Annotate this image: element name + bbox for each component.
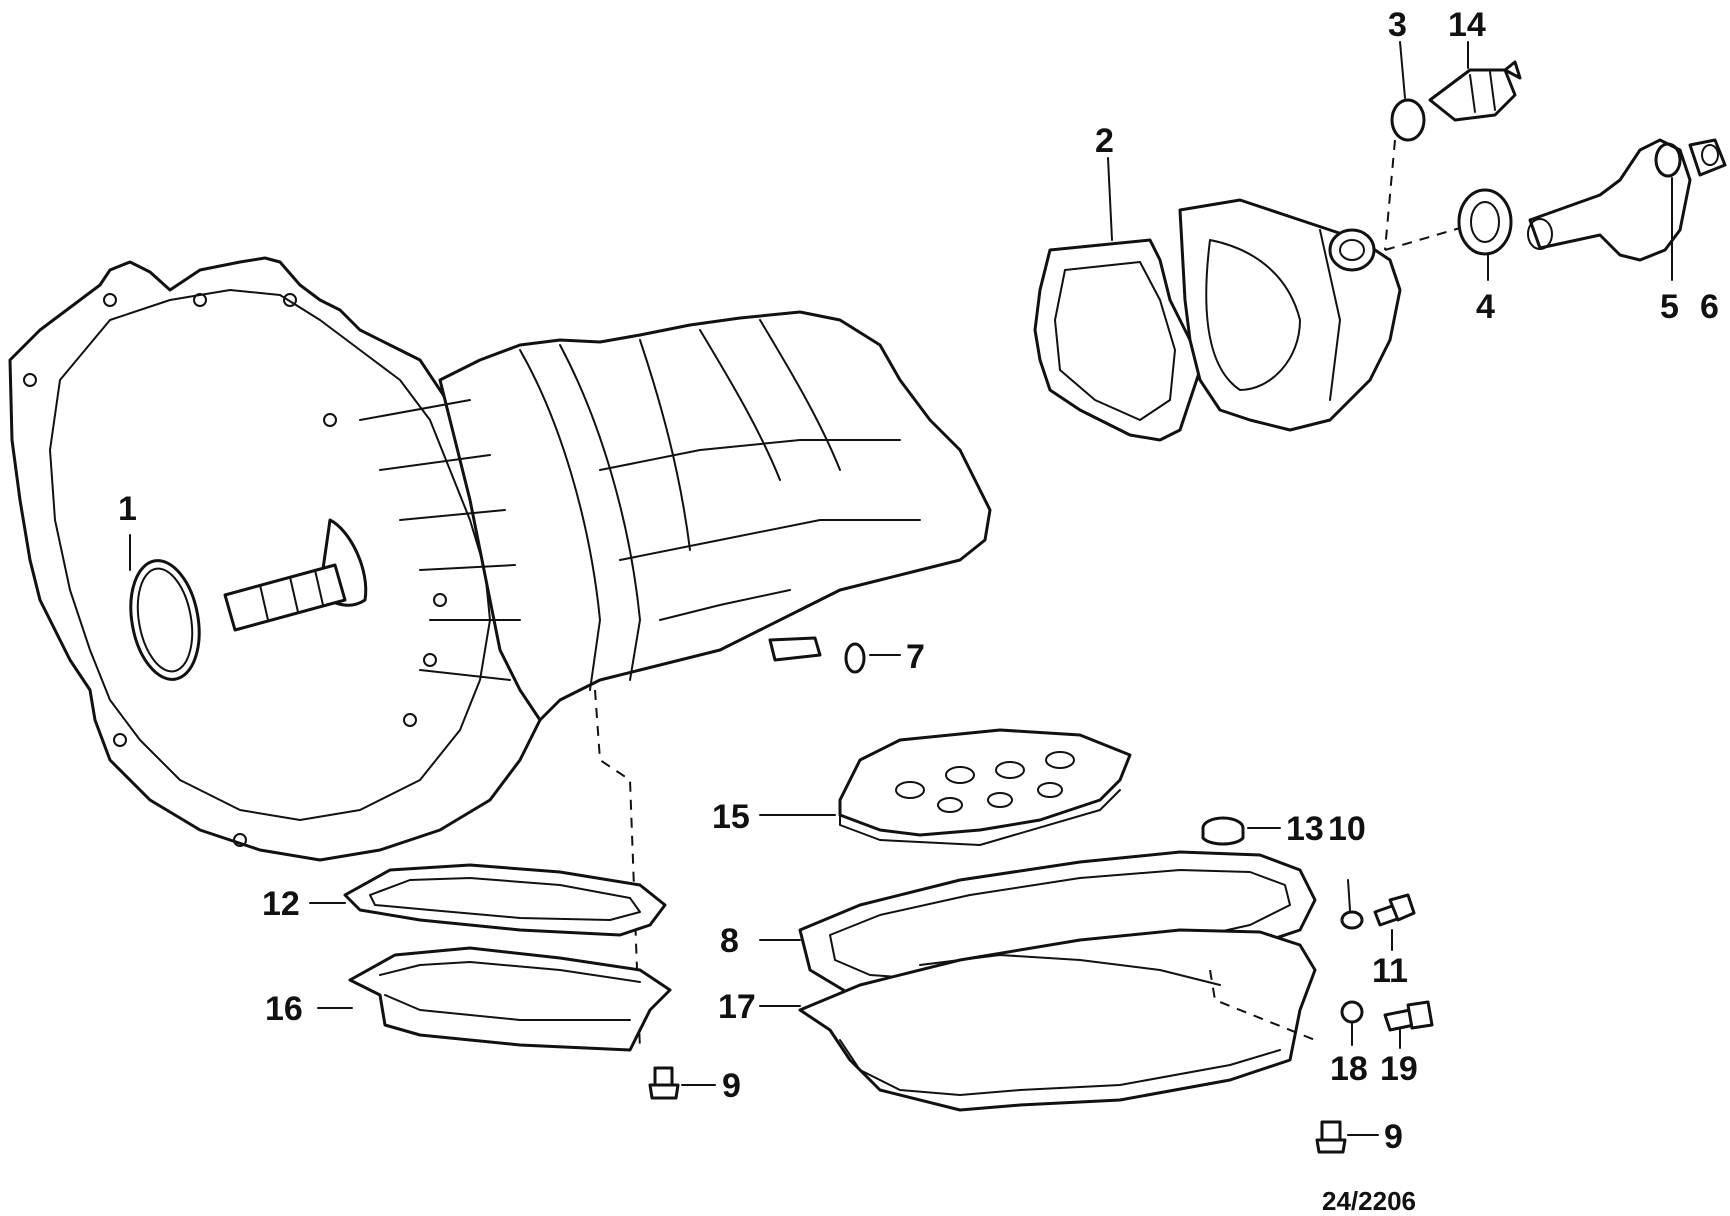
diagram-reference-code: 24/2206	[1322, 1186, 1416, 1216]
callout-9-left: 9	[722, 1067, 741, 1105]
hardware	[648, 642, 1434, 1154]
callout-3: 3	[1388, 6, 1407, 44]
callout-18: 18	[1330, 1050, 1368, 1088]
callout-16: 16	[265, 990, 303, 1028]
callout-labels: 1 2 3 14 4 5 6 7 15 13 10 12 8 11 16 17 …	[118, 6, 1719, 1156]
callout-1: 1	[118, 490, 137, 528]
callout-15: 15	[712, 798, 750, 836]
transmission-housing	[8, 256, 992, 1051]
callout-7: 7	[906, 638, 925, 676]
callout-2: 2	[1095, 122, 1114, 160]
leader-lines	[129, 41, 1673, 1136]
callout-6: 6	[1700, 288, 1719, 326]
callout-17: 17	[718, 988, 756, 1026]
callout-19: 19	[1380, 1050, 1418, 1088]
oil-filter	[838, 728, 1132, 846]
small-oil-pan	[343, 863, 672, 1052]
callout-9-right: 9	[1384, 1118, 1403, 1156]
callout-14: 14	[1448, 6, 1486, 44]
callout-12: 12	[262, 885, 300, 923]
callout-13: 13	[1286, 810, 1324, 848]
callout-4: 4	[1476, 288, 1495, 326]
callout-5: 5	[1660, 288, 1679, 326]
callout-8: 8	[720, 922, 739, 960]
callout-11: 11	[1372, 952, 1408, 990]
callout-10: 10	[1328, 810, 1366, 848]
large-oil-pan	[798, 816, 1317, 1112]
rear-extension-housing	[1033, 60, 1727, 442]
